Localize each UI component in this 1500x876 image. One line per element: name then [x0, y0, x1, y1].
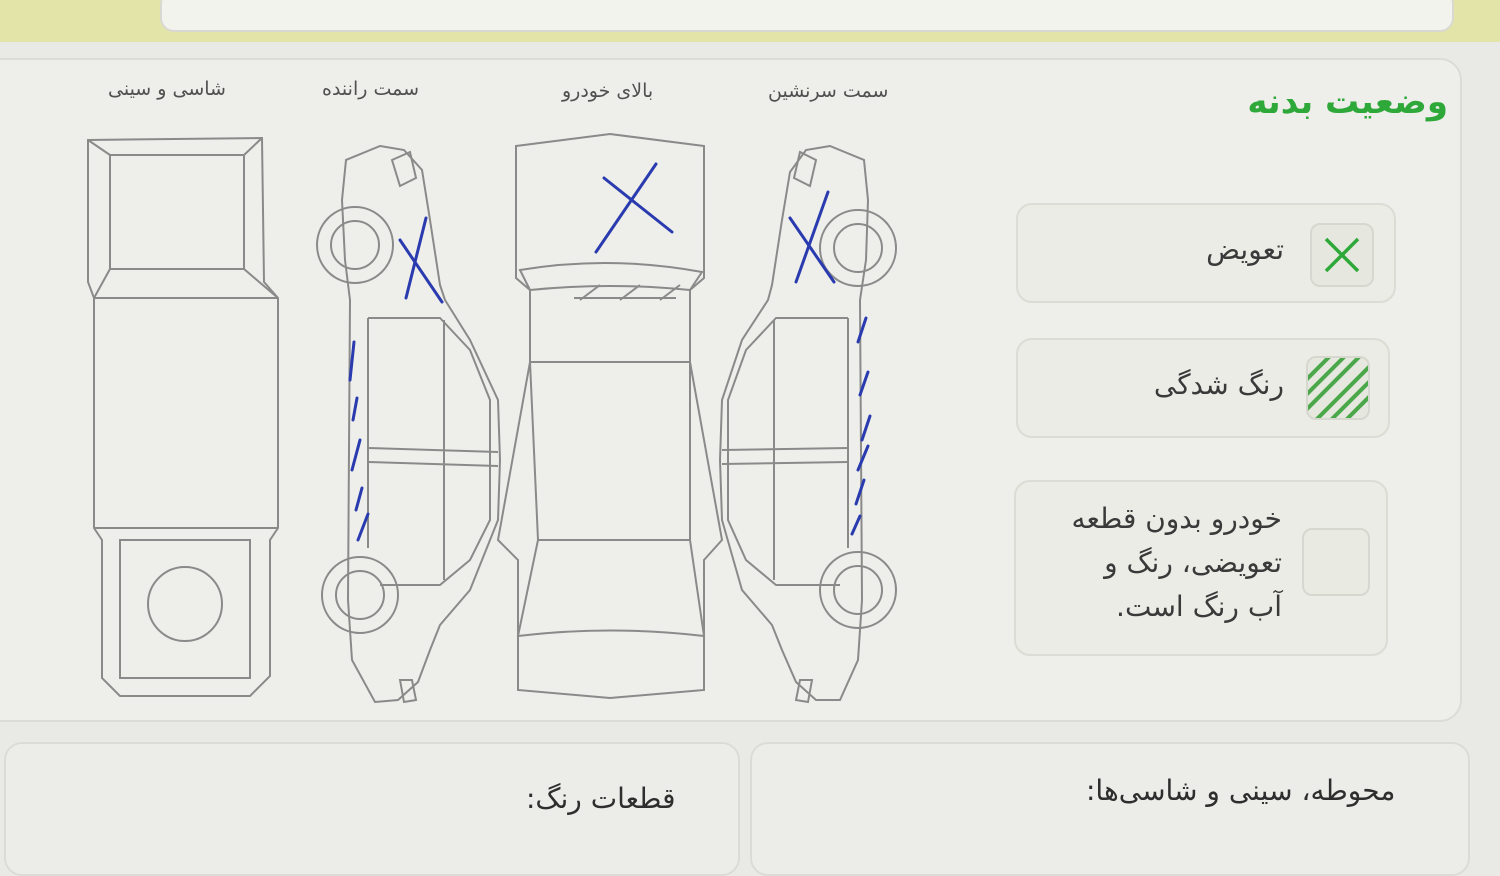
passenger-side-diagram — [718, 144, 897, 704]
painted-hatch-icon — [1306, 356, 1370, 420]
car-diagrams — [87, 132, 897, 704]
label-driver-side: سمت راننده — [322, 78, 420, 100]
top-field-box — [160, 0, 1454, 32]
driver-side-diagram — [316, 144, 502, 704]
chassis-diagram — [87, 136, 279, 697]
paint-parts-label: قطعات رنگ: — [526, 782, 676, 815]
replace-x-icon — [1310, 223, 1374, 287]
legend-painted-label: رنگ شدگی — [1153, 368, 1284, 401]
legend-replace: تعویض — [1016, 203, 1396, 303]
car-top-diagram — [496, 132, 724, 700]
legend-painted: رنگ شدگی — [1016, 338, 1390, 438]
axle-chassis-label: محوطه، سینی و شاسی‌ها: — [1086, 774, 1396, 807]
section-title: وضعیت بدنه — [1247, 82, 1448, 122]
empty-checkbox-icon[interactable] — [1302, 528, 1370, 596]
label-passenger-side: سمت سرنشین — [768, 80, 889, 102]
handwritten-marks — [348, 162, 872, 542]
label-chassis: شاسی و سینی — [108, 78, 226, 100]
label-car-top: بالای خودرو — [562, 80, 654, 102]
legend-clean-line1: خودرو بدون قطعه — [1071, 502, 1282, 535]
legend-clean-line3: آب رنگ است. — [1116, 590, 1282, 623]
legend-replace-label: تعویض — [1206, 233, 1284, 266]
legend-clean-line2: تعویضی، رنگ و — [1104, 546, 1282, 579]
legend-clean: خودرو بدون قطعه تعویضی، رنگ و آب رنگ است… — [1014, 480, 1388, 656]
axle-chassis-box — [750, 742, 1470, 876]
